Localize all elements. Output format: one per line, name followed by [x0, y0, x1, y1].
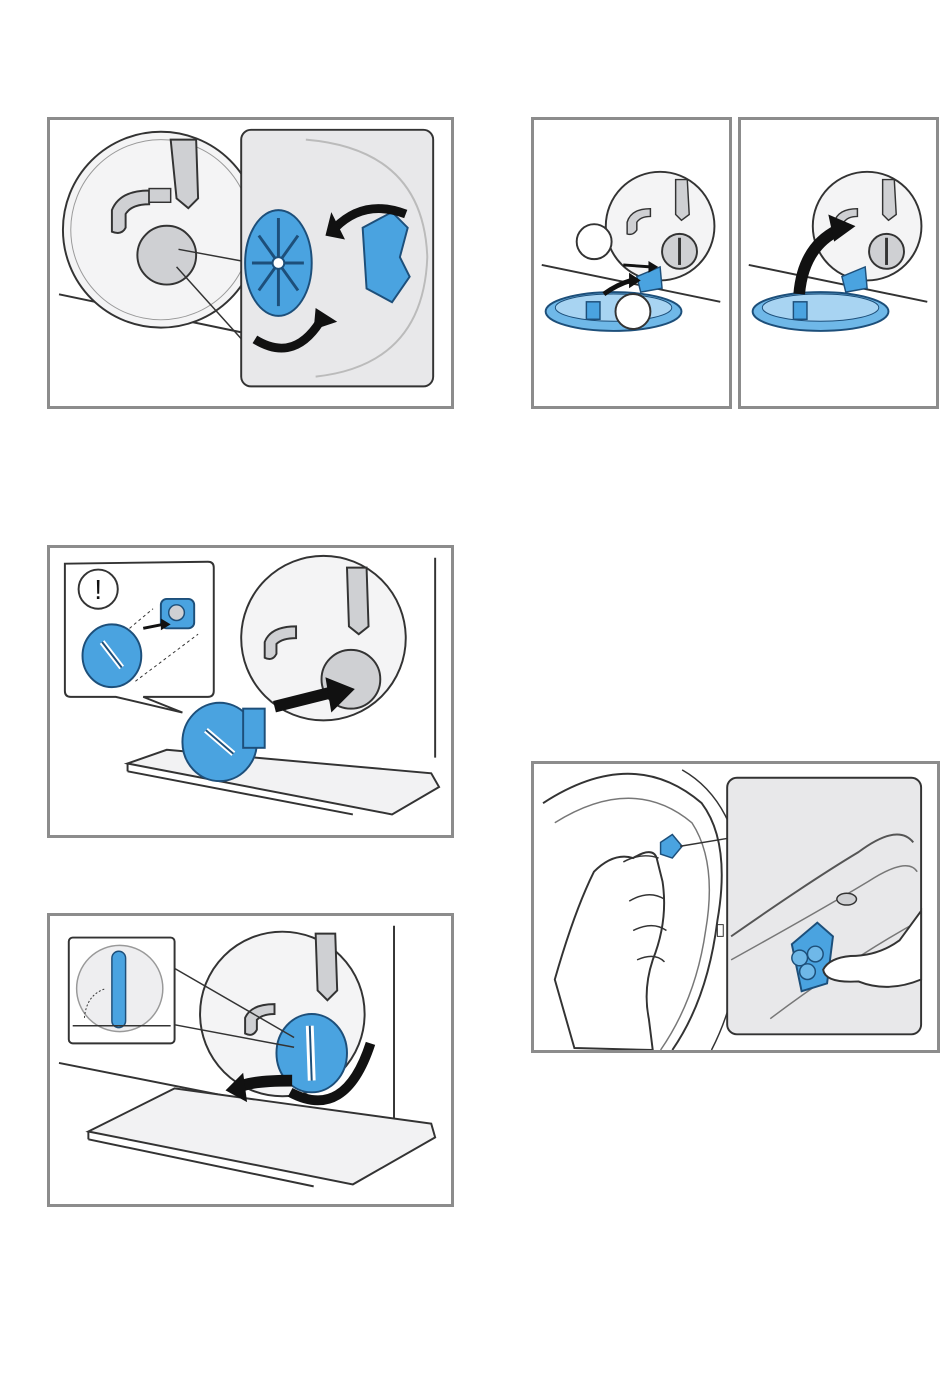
pump-cap-insert-illustration: ! — [50, 548, 451, 835]
pump-cap-screw-clockwise-illustration — [50, 916, 451, 1204]
figure-drain-cap-swing — [738, 117, 939, 409]
callout-circle-2 — [615, 294, 650, 329]
drain-hose-cap-open-illustration — [534, 120, 729, 406]
figure-pump-cap-insert: ! — [47, 545, 454, 838]
warning-symbol: ! — [94, 574, 102, 605]
door-seal-clip-removal-illustration — [534, 764, 937, 1050]
figure-door-seal-clip — [531, 761, 940, 1053]
callout-circle-1 — [577, 224, 612, 259]
figure-pump-cap-turn — [47, 117, 454, 409]
pump-cap-turn-illustration — [50, 120, 451, 406]
figure-pump-cap-screw — [47, 913, 454, 1207]
figure-drain-cap-open — [531, 117, 732, 409]
drain-hose-swing-out-illustration — [741, 120, 936, 406]
